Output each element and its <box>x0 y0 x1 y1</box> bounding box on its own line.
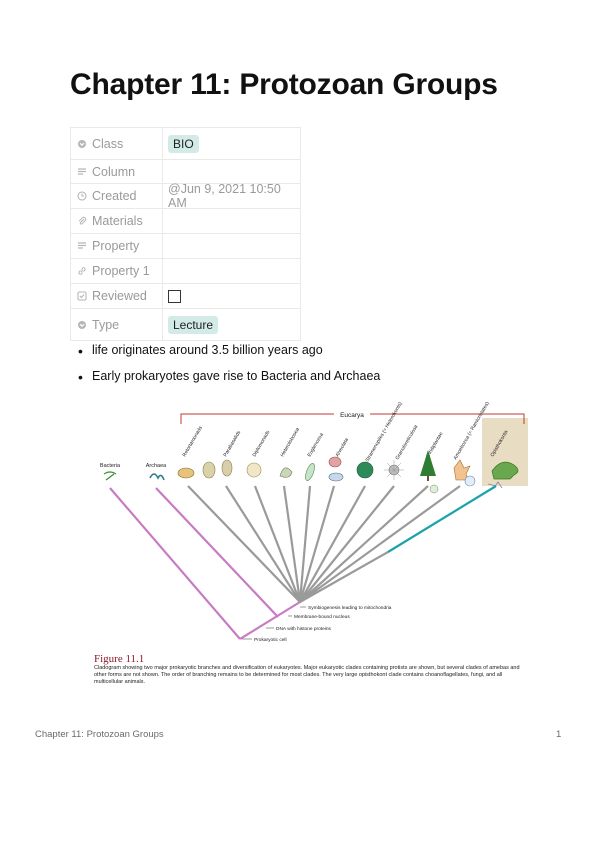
class-tag[interactable]: BIO <box>168 134 199 153</box>
type-tag[interactable]: Lecture <box>168 315 219 334</box>
archaea-label: Archaea <box>146 463 167 469</box>
taxon-label: Alveolata <box>335 437 351 458</box>
link-icon <box>78 267 86 275</box>
taxon-label: Euglenozoa <box>307 432 326 458</box>
archaea-branch <box>155 487 279 618</box>
retortamonad-icon <box>177 467 195 479</box>
property-row-property[interactable]: Property <box>71 233 300 258</box>
taxon-label: Heterolobosea <box>280 427 302 458</box>
clock-icon <box>77 191 87 201</box>
property-key: Reviewed <box>92 289 147 303</box>
amoebozoa-icon <box>453 459 471 481</box>
property-row-class[interactable]: Class BIO <box>71 128 300 159</box>
property-row-created[interactable]: Created @Jun 9, 2021 10:50 AM <box>71 182 300 210</box>
eukaryote-branches <box>187 485 461 603</box>
select-icon <box>78 139 86 148</box>
text-icon <box>78 167 86 175</box>
property-key: Materials <box>92 214 143 228</box>
cladogram-figure: Eucarya Bacteria Archaea Retortamonads P… <box>100 402 528 643</box>
property-key: Column <box>92 164 136 179</box>
figure-caption: Cladogram showing two major prokaryotic … <box>94 665 520 685</box>
organism-illustrations <box>103 450 519 494</box>
checkbox-icon <box>77 291 87 301</box>
paperclip-icon <box>78 216 87 225</box>
bacteria-icon <box>103 471 117 481</box>
node-label: Membrane-bound nucleus <box>294 614 350 620</box>
stramenopiles-icon <box>356 461 374 479</box>
alveolata-icon <box>328 456 342 468</box>
node-leaders <box>242 606 306 640</box>
properties-table: Class BIO Column Created @Jun 9, 2021 10… <box>70 127 301 341</box>
select-icon <box>78 320 86 329</box>
property-row-property-1[interactable]: Property 1 <box>71 258 300 283</box>
viridiplantae-icon <box>420 450 436 476</box>
bacteria-branch <box>109 487 241 640</box>
text-icon <box>78 242 86 249</box>
taxon-label: Granuloreticulosa <box>395 424 420 461</box>
figure-caption-title: Figure 11.1 <box>94 653 145 665</box>
frog-icon <box>491 461 519 480</box>
list-item: life originates around 3.5 billion years… <box>78 343 380 369</box>
property-key: Property 1 <box>92 264 150 278</box>
parabasalid-icon <box>202 461 216 479</box>
created-value: @Jun 9, 2021 10:50 AM <box>168 182 281 210</box>
foraminifera-spikes <box>384 460 404 480</box>
bacteria-label: Bacteria <box>100 463 121 469</box>
taxon-label: Parabasalids <box>223 430 243 458</box>
eucarya-label: Eucarya <box>340 412 364 419</box>
property-row-reviewed[interactable]: Reviewed <box>71 283 300 308</box>
property-value[interactable] <box>163 160 300 183</box>
property-value[interactable] <box>163 234 300 258</box>
property-row-type[interactable]: Type Lecture <box>71 308 300 340</box>
property-row-column[interactable]: Column <box>71 159 300 183</box>
list-item: Early prokaryotes gave rise to Bacteria … <box>78 369 380 395</box>
property-key: Class <box>92 136 124 151</box>
node-label: Symbiogenesis leading to mitochondria <box>308 605 392 611</box>
footer-title: Chapter 11: Protozoan Groups <box>35 729 164 740</box>
heterolobosea-icon <box>246 462 262 478</box>
opisthokonta-branch <box>387 485 497 553</box>
node-label: Prokaryotic cell <box>254 637 287 643</box>
property-key: Type <box>92 317 120 332</box>
bullet-list: life originates around 3.5 billion years… <box>78 343 380 395</box>
property-value[interactable] <box>163 209 300 233</box>
taxon-label: Diplomonads <box>252 429 272 458</box>
ciliate-icon <box>328 472 344 482</box>
page-number: 1 <box>556 729 562 740</box>
page-title: Chapter 11: Protozoan Groups <box>70 68 498 101</box>
node-label: DNA with histone proteins <box>276 626 332 632</box>
stem-branch <box>239 601 301 640</box>
property-value[interactable] <box>163 259 300 283</box>
diplomonad-icon <box>221 459 233 477</box>
property-key: Property <box>92 239 140 253</box>
archaea-icon <box>149 473 165 481</box>
euglenozoa-icon <box>305 463 315 481</box>
property-key: Created <box>92 189 137 203</box>
reviewed-checkbox[interactable] <box>168 289 181 303</box>
taxon-label: Retortamonads <box>182 425 205 458</box>
property-row-materials[interactable]: Materials <box>71 208 300 233</box>
heterolobosea-2-icon <box>279 467 293 478</box>
